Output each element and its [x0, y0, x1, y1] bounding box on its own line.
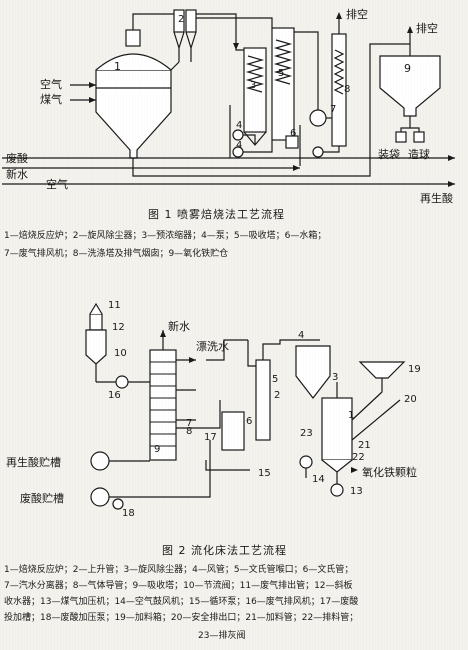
label2-num-4: 4	[298, 330, 305, 341]
label-num-6: 6	[290, 128, 297, 139]
label2-num-7: 7	[186, 418, 193, 429]
label2-num-20: 20	[404, 394, 417, 405]
figure-2-legend-line-4: 投加槽；18—废酸加压泵；19—加料箱；20—安全排出口；21—加料管；22—排…	[4, 613, 359, 623]
plate-separator	[85, 329, 107, 365]
gas-booster	[330, 483, 344, 497]
roaster-vessel	[95, 69, 172, 159]
waste-acid-tank	[90, 487, 110, 507]
exhaust-fan	[309, 109, 327, 127]
label-vent-a: 排空	[346, 8, 368, 21]
figure-2-legend-line-3: 收水器；13—煤气加压机；14—空气鼓风机；15—循环泵；16—废气排风机；17…	[4, 597, 359, 607]
label2-num-15: 15	[258, 468, 271, 479]
figure-1-legend-line-1: 1—焙烧反应炉；2—旋风除尘器；3—预浓缩器；4—泵；5—吸收塔；6—水箱；	[4, 231, 327, 241]
label2-num-1: 1	[348, 410, 355, 421]
label2-waste-tank: 废酸贮槽	[20, 492, 64, 505]
label2-num-13: 13	[350, 486, 363, 497]
figure-2-legend-line-1: 1—焙烧反应炉；2—上升管；3—旋风除尘器；4—风管；5—文氏管喉口；6—文氏管…	[4, 565, 354, 575]
label2-num-19: 19	[408, 364, 421, 375]
label2-num-22: 22	[352, 452, 365, 463]
figure-1-caption: 图 1 喷雾焙烧法工艺流程	[148, 208, 285, 221]
pump-c	[312, 146, 324, 158]
absorber-column	[149, 349, 177, 461]
label2-num-3: 3	[332, 372, 339, 383]
label-num-8: 8	[344, 84, 351, 95]
label-num-5: 5	[278, 68, 285, 79]
feed-hopper	[358, 361, 406, 379]
figure-1-legend-line-2: 7—废气排风机；8—洗涤塔及排气烟囱；9—氧化铁贮仓	[4, 249, 229, 259]
label2-num-10: 10	[114, 348, 127, 359]
label2-num-21: 21	[358, 440, 371, 451]
label2-num-23: 23	[300, 428, 313, 439]
cyclone-b	[185, 9, 197, 33]
label2-num-12: 12	[112, 322, 125, 333]
label-granulating: 造球	[408, 148, 430, 161]
label-regen-acid: 再生酸	[420, 192, 453, 205]
label2-num-16: 16	[108, 390, 121, 401]
label2-num-5: 5	[272, 374, 279, 385]
label2-num-14: 14	[312, 474, 325, 485]
label2-regen-tank: 再生酸贮槽	[6, 456, 61, 469]
oxide-bin	[379, 55, 441, 117]
figure-2-caption: 图 2 流化床法工艺流程	[162, 544, 287, 557]
cyclone-3	[295, 345, 331, 399]
label-num-9: 9	[404, 62, 411, 75]
label-num-3: 3	[250, 80, 257, 91]
water-tank	[285, 135, 299, 149]
label-num-2: 2	[178, 14, 185, 25]
regen-acid-tank	[90, 451, 110, 471]
label2-num-2: 2	[274, 390, 281, 401]
figure-2-legend-line-2: 7—汽水分离器；8—气体导管；9—吸收塔；10—节流阀；11—废气排出管；12—…	[4, 581, 353, 591]
label2-num-17: 17	[204, 432, 217, 443]
label2-num-9: 9	[154, 444, 161, 455]
exhaust-blower	[115, 375, 129, 389]
label-gas-in: 煤气	[40, 93, 62, 106]
label2-rinse-water: 漂洗水	[196, 340, 229, 353]
absorption-tower	[271, 27, 295, 141]
label2-num-11: 11	[108, 300, 121, 311]
label-air: 空气	[46, 178, 68, 191]
figure-2-legend-line-5: 23—排灰阀	[198, 631, 246, 641]
steam-separator	[221, 411, 245, 451]
air-blower	[299, 455, 313, 469]
label-fresh-water: 新水	[6, 168, 28, 181]
uptake-pipe	[255, 359, 271, 441]
cyclone-a	[173, 9, 185, 33]
label2-fresh-water: 新水	[168, 320, 190, 333]
exhaust-stack	[89, 313, 103, 331]
label-waste-acid: 废酸	[6, 152, 28, 165]
label-air-in: 空气	[40, 78, 62, 91]
reactor	[321, 397, 353, 461]
label-num-4b: 4	[236, 140, 243, 151]
label-vent-b: 排空	[416, 22, 438, 35]
label2-iron-oxide: 氧化铁颗粒	[362, 466, 417, 479]
pump-a	[232, 129, 244, 141]
waste-acid-pump	[112, 498, 124, 510]
label2-num-6: 6	[246, 416, 253, 427]
label2-num-8: 8	[186, 426, 193, 437]
label-num-4a: 4	[236, 120, 243, 131]
label2-num-18: 18	[122, 508, 135, 519]
label-num-1: 1	[114, 60, 121, 73]
label-bagging: 装袋	[378, 148, 400, 161]
roaster-dome	[95, 53, 172, 71]
label-num-7: 7	[330, 104, 337, 115]
